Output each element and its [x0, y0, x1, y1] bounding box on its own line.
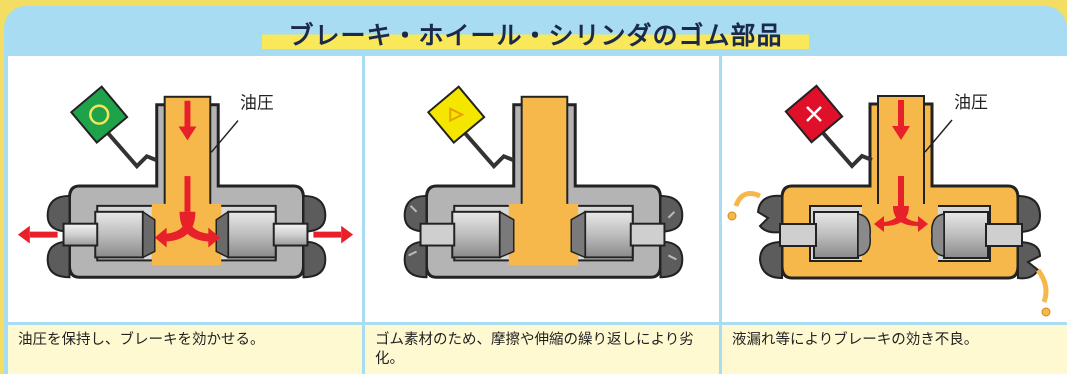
pistons [62, 210, 309, 259]
pistons [779, 211, 1023, 259]
panel-failure: 油圧 液漏れ等によりブレーキの効き不良。 [722, 56, 1067, 374]
pressure-arrows [874, 100, 928, 232]
cylinder-diagram-warning [403, 85, 684, 279]
cylinder-diagram-failure: 油圧 [727, 84, 1051, 317]
title-highlight: ブレーキ・ホイール・シリンダのゴム部品 [262, 16, 809, 52]
cross-bad-icon [784, 84, 873, 169]
circle-ok-icon [69, 85, 158, 170]
label-leader [924, 119, 953, 153]
cracked-rubber-boot [403, 194, 684, 279]
pistons [419, 210, 666, 259]
triangle-warning-icon [426, 85, 515, 170]
caption: 液漏れ等によりブレーキの効き不良。 [722, 322, 1067, 374]
panel-warning: ゴム素材のため、摩擦や伸縮の繰り返しにより劣化。 [365, 56, 722, 374]
cylinder-diagram-ok: 油圧 [17, 85, 354, 279]
label-oil-pressure: 油圧 [954, 93, 988, 113]
label-leader [210, 120, 239, 153]
comparison-grid: 油圧 油圧を保持し、ブレーキを効かせる。 [8, 56, 1067, 374]
label-oil-pressure: 油圧 [240, 93, 274, 113]
panel-ok: 油圧 油圧を保持し、ブレーキを効かせる。 [8, 56, 365, 374]
title-area: ブレーキ・ホイール・シリンダのゴム部品 [4, 12, 1067, 56]
pressure-arrows [17, 100, 354, 248]
illustration-panel: ブレーキ・ホイール・シリンダのゴム部品 [4, 6, 1067, 374]
page-title: ブレーキ・ホイール・シリンダのゴム部品 [288, 21, 783, 50]
caption: ゴム素材のため、摩擦や伸縮の繰り返しにより劣化。 [365, 322, 719, 374]
fluid-leak [727, 191, 1051, 317]
damaged-rubber-boot [756, 194, 1042, 280]
caption: 油圧を保持し、ブレーキを効かせる。 [8, 322, 362, 374]
